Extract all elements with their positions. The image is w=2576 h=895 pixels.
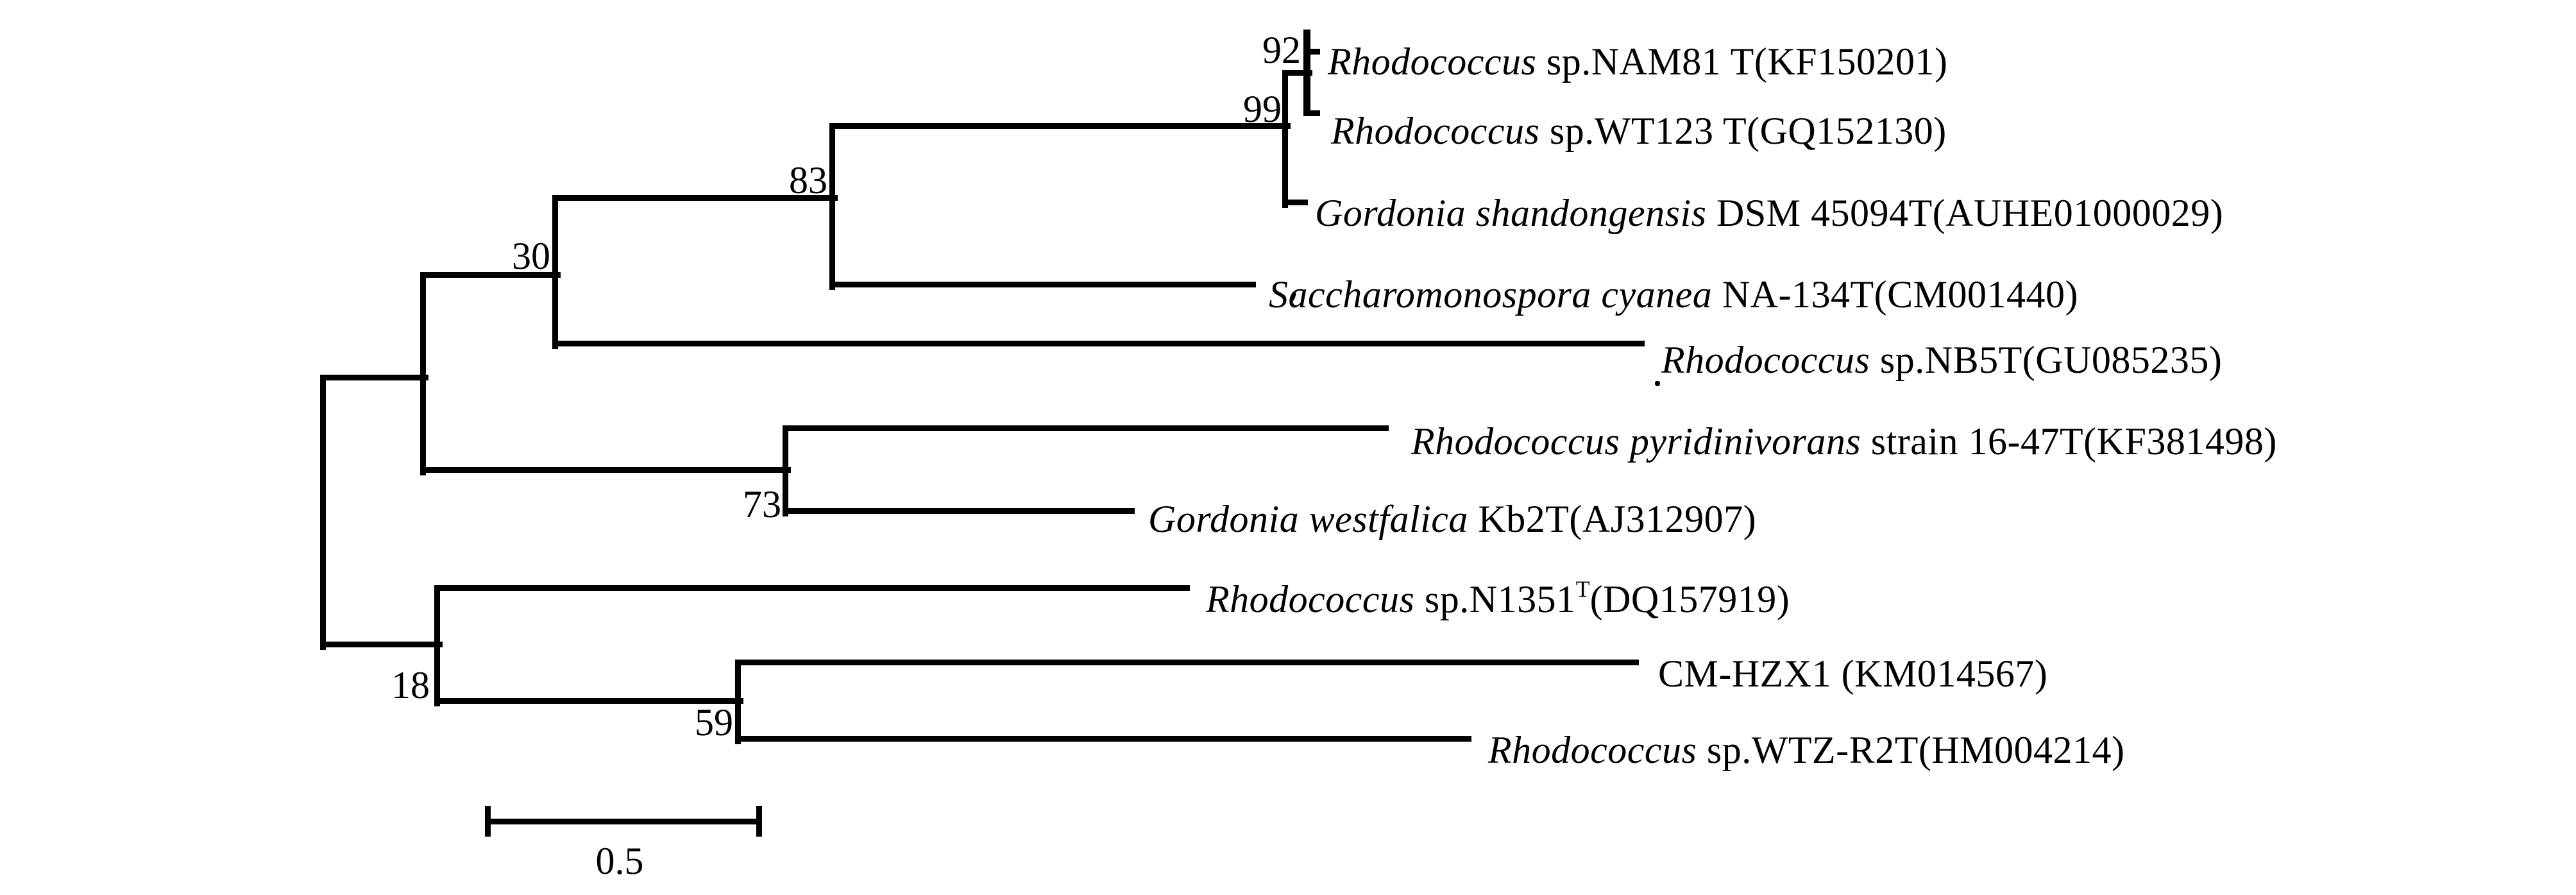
bootstrap-83: 83: [789, 159, 827, 201]
taxon-label-rhodococcus-wtz-r2t: Rhodococcus sp.WTZ-R2T(HM004214): [1488, 717, 2124, 773]
bootstrap-30: 30: [512, 235, 550, 277]
branch-gordonia-shandongensis: [1282, 200, 1308, 205]
stray-mark: [1655, 381, 1660, 386]
node83-vertical: [829, 123, 835, 290]
taxon-strain: CM-HZX1 (KM014567): [1658, 652, 2048, 695]
node30-vertical: [552, 195, 558, 349]
branch-to-node73: [420, 467, 791, 473]
taxon-strain: NA-134T(CM001440): [1712, 273, 2078, 316]
branch-saccharomonospora: [829, 282, 1256, 287]
root-upper-branch: [320, 375, 428, 380]
scale-bar-label: 0.5: [595, 840, 644, 882]
taxon-genus: Rhodococcus: [1331, 110, 1540, 152]
taxon-genus: Rhodococcus pyridinivorans: [1411, 420, 1861, 463]
node18-vertical: [434, 585, 440, 706]
scale-bar-line: [485, 819, 762, 824]
branch-pyridinivorans: [783, 425, 1389, 431]
branch-to-node59: [434, 698, 743, 704]
branch-wt123: [1303, 110, 1320, 116]
branch-n1351: [434, 585, 1190, 591]
branch-to-node83: [552, 195, 838, 201]
node73-vertical: [783, 425, 788, 516]
taxon-strain: sp.N1351: [1414, 578, 1576, 620]
branch-nam81: [1303, 49, 1320, 55]
root-lower-branch: [320, 642, 443, 647]
upper-node-vertical: [420, 272, 426, 475]
node99-vertical: [1282, 70, 1288, 208]
taxon-strain: Kb2T(AJ312907): [1468, 498, 1757, 540]
bootstrap-59: 59: [695, 701, 733, 744]
branch-to-node92: [1282, 70, 1312, 76]
taxon-label-rhodococcus-pyridinivorans: Rhodococcus pyridinivorans strain 16-47T…: [1411, 408, 2277, 465]
taxon-label-cm-hzx1: CM-HZX1 (KM014567): [1658, 640, 2047, 697]
taxon-label-gordonia-westfalica: Gordonia westfalica Kb2T(AJ312907): [1148, 486, 1756, 542]
bootstrap-18: 18: [391, 664, 430, 706]
root-vertical-branch: [320, 375, 326, 650]
branch-cm-hzx1: [735, 660, 1639, 665]
branch-wtz-r2t: [735, 736, 1471, 742]
taxon-genus: Rhodococcus: [1488, 729, 1697, 771]
taxon-genus: Saccharomonospora cyanea: [1269, 273, 1713, 316]
taxon-strain: sp.WTZ-R2T(HM004214): [1697, 729, 2125, 771]
branch-to-node30: [420, 272, 561, 278]
taxon-genus: Rhodococcus: [1328, 40, 1537, 83]
bootstrap-92: 92: [1262, 29, 1301, 71]
taxon-superscript: T: [1575, 576, 1590, 602]
taxon-label-rhodococcus-nam81: Rhodococcus sp.NAM81 T(KF150201): [1328, 28, 1948, 85]
taxon-strain: sp.WT123 T(GQ152130): [1539, 110, 1947, 152]
taxon-genus: Rhodococcus: [1206, 578, 1415, 620]
scale-bar-left-tick: [485, 806, 491, 837]
branch-westfalica: [783, 508, 1135, 514]
taxon-label-rhodococcus-nb5t: Rhodococcus sp.NB5T(GU085235): [1661, 327, 2222, 383]
taxon-accession: (DQ157919): [1589, 578, 1790, 620]
node59-vertical: [735, 660, 741, 744]
taxon-strain: sp.NAM81 T(KF150201): [1536, 40, 1948, 83]
taxon-strain: sp.NB5T(GU085235): [1870, 339, 2223, 381]
taxon-strain: DSM 45094T(AUHE01000029): [1706, 192, 2224, 234]
taxon-label-gordonia-shandongensis: Gordonia shandongensis DSM 45094T(AUHE01…: [1315, 180, 2223, 236]
bootstrap-99: 99: [1243, 88, 1282, 130]
taxon-strain: strain 16-47T(KF381498): [1861, 420, 2277, 463]
taxon-genus: Gordonia westfalica: [1148, 498, 1468, 540]
taxon-label-saccharomonospora-cyanea: Saccharomonospora cyanea NA-134T(CM00144…: [1269, 261, 2078, 318]
node92-vertical: [1303, 30, 1310, 116]
taxon-label-rhodococcus-wt123: Rhodococcus sp.WT123 T(GQ152130): [1331, 98, 1947, 154]
branch-to-node99: [829, 123, 1291, 129]
taxon-label-rhodococcus-n1351: Rhodococcus sp.N1351T(DQ157919): [1206, 566, 1790, 622]
taxon-genus: Gordonia shandongensis: [1315, 192, 1707, 234]
bootstrap-73: 73: [743, 483, 781, 525]
taxon-genus: Rhodococcus: [1661, 339, 1870, 381]
branch-nb5t: [552, 341, 1645, 346]
scale-bar-right-tick: [756, 806, 762, 837]
